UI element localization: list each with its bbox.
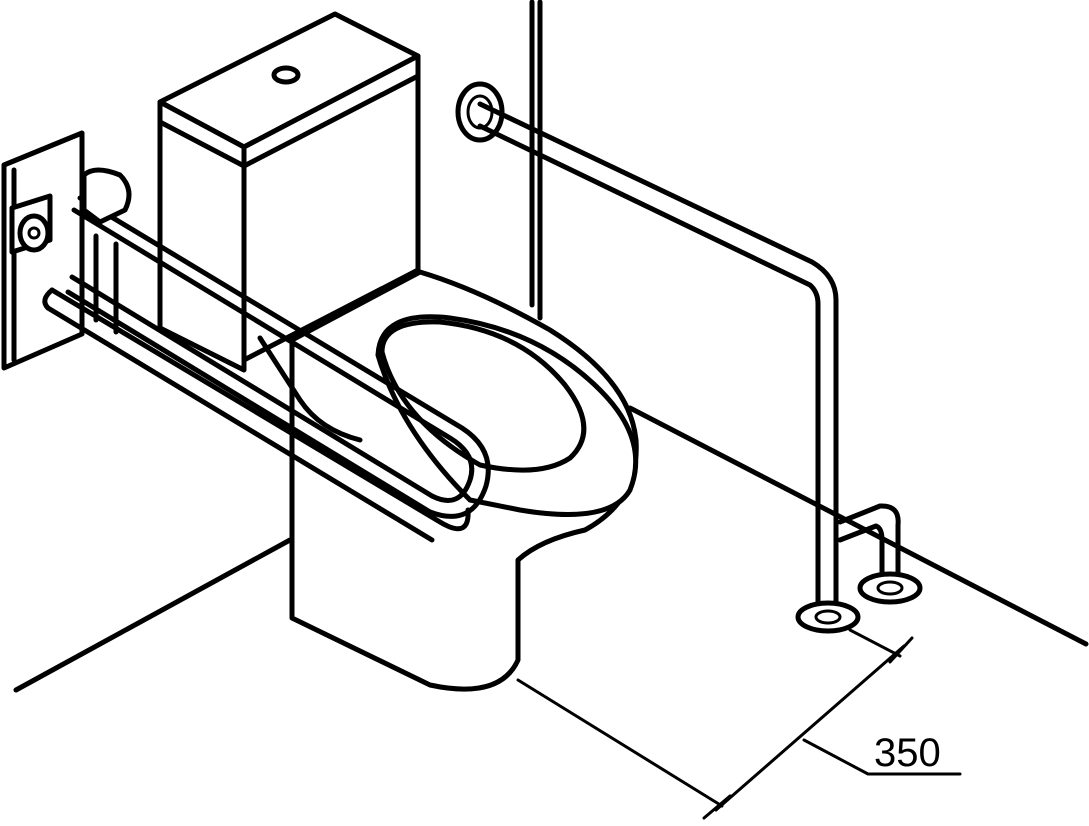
rail-floor-flange-rear: [857, 571, 923, 605]
floor-line-left: [13, 537, 293, 693]
dimension-label: 350: [874, 731, 941, 775]
extension-line-pan: [516, 678, 724, 808]
dimension-line: [714, 644, 906, 812]
cistern-right-face: [241, 53, 421, 363]
rail-floor-flange-front: [795, 600, 861, 634]
l-shaped-grab-rail: [455, 81, 923, 634]
flush-button: [271, 65, 301, 85]
dimension-annotation: 350: [516, 628, 962, 820]
paper-roll-holder: [9, 193, 53, 255]
wall-plate-panel: [1, 130, 85, 371]
floor-line-right: [627, 405, 1089, 647]
extension-line-rail: [848, 628, 902, 658]
fold-down-grab-rail: [42, 167, 491, 543]
paper-roll-end: [17, 213, 51, 253]
toilet-pan: [257, 269, 639, 692]
dimension-tick-start: [702, 794, 732, 820]
toilet-seat-opening: [379, 319, 587, 473]
dimension-leader: [802, 738, 962, 776]
wall-plate: [1, 130, 85, 371]
dimension-tick-end: [888, 636, 914, 664]
